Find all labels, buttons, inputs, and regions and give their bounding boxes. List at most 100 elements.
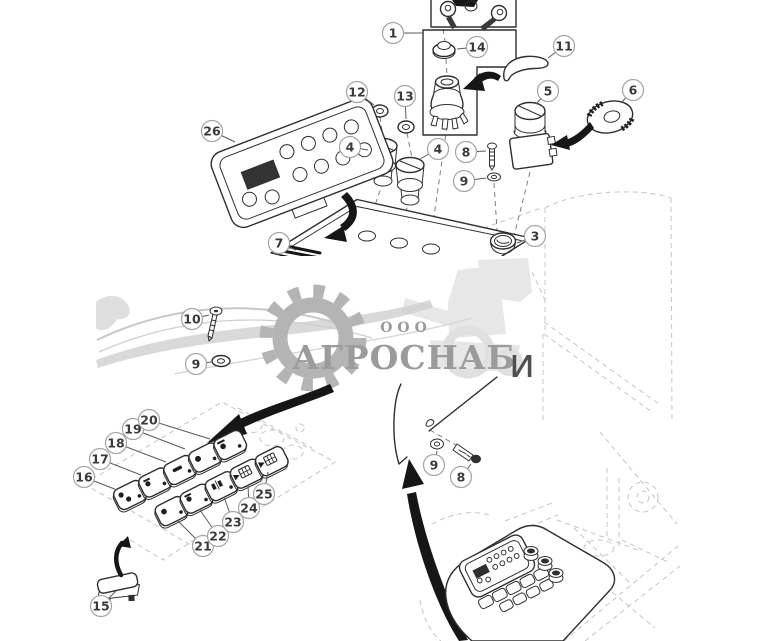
callout-circle-24	[237, 496, 261, 520]
callout-4a: 4	[338, 135, 369, 159]
switch-cap-19	[187, 442, 223, 475]
callout-circle-9c	[422, 453, 446, 477]
callout-9b: 9	[184, 352, 212, 376]
callout-number-9c: 9	[430, 458, 439, 473]
lock-barrel-nut-14	[432, 41, 456, 59]
callout-4b: 4	[419, 137, 450, 161]
screw-8-top	[487, 142, 497, 171]
screw-10	[207, 306, 223, 342]
callout-number-26: 26	[203, 124, 221, 139]
callout-circle-20	[137, 408, 161, 432]
callout-number-23: 23	[224, 515, 241, 530]
switch-cap-20	[212, 429, 248, 463]
callout-number-8c: 8	[457, 470, 466, 485]
installed-keypad	[458, 534, 536, 598]
callout-15: 15	[89, 590, 117, 618]
o-ring-13	[397, 120, 415, 134]
callout-14: 14	[456, 35, 489, 59]
arrow-to-cab-console	[402, 459, 468, 641]
callout-circle-3	[523, 224, 547, 248]
power-socket-3	[489, 232, 517, 255]
washer-9-left	[211, 354, 231, 368]
callout-circle-18	[104, 431, 128, 455]
callout-number-12: 12	[348, 85, 365, 100]
callout-number-21: 21	[194, 539, 211, 554]
switch-cap-23	[204, 470, 239, 504]
watermark-company-prefix: ООО	[380, 320, 432, 336]
cab-outline-dashed	[83, 191, 681, 641]
callout-number-20: 20	[140, 413, 158, 428]
callout-number-8a: 8	[462, 145, 471, 160]
callout-number-3: 3	[531, 229, 540, 244]
wiper-icon	[210, 483, 217, 491]
callout-circle-11	[552, 34, 576, 58]
callout-23: 23	[221, 496, 245, 534]
callout-6: 6	[620, 78, 645, 104]
ignition-group-1	[422, 0, 517, 136]
callout-1: 1	[381, 21, 424, 45]
swoosh	[96, 307, 353, 341]
callout-9a: 9	[452, 169, 487, 193]
callout-24: 24	[237, 484, 261, 520]
callout-circle-8a	[454, 140, 478, 164]
callout-10: 10	[180, 307, 210, 331]
callout-number-4a: 4	[346, 140, 355, 155]
arrow-6-to-5	[551, 122, 594, 150]
callout-3: 3	[516, 224, 547, 248]
callout-number-4b: 4	[434, 142, 443, 157]
callout-circle-9b	[184, 352, 208, 376]
decal-6	[586, 100, 635, 134]
watermark-company-name: АГРОСНАБ	[292, 338, 516, 377]
callout-7: 7	[267, 231, 297, 255]
callout-circle-4b	[426, 137, 450, 161]
callout-number-11: 11	[555, 39, 572, 54]
callout-circle-9a	[452, 169, 476, 193]
callout-16: 16	[72, 465, 118, 491]
callout-circle-22	[206, 524, 230, 548]
ignition-switch	[429, 75, 469, 130]
callout-22: 22	[199, 509, 230, 548]
installed-rocker-switches	[478, 566, 554, 613]
callout-circle-1	[381, 21, 405, 45]
callout-circle-14	[465, 35, 489, 59]
callout-13: 13	[393, 84, 417, 120]
callout-circle-6	[621, 78, 645, 102]
callout-5: 5	[535, 79, 560, 105]
knob-4-second	[395, 156, 425, 206]
watermark: ООО АГРОСНАБ и	[95, 256, 535, 392]
callout-number-18: 18	[107, 436, 124, 451]
lamp-icon	[161, 508, 167, 515]
callout-number-9b: 9	[192, 357, 201, 372]
arrow-15-to-bank	[114, 536, 131, 578]
washer-9-bottom	[430, 438, 444, 450]
switch-5	[508, 101, 558, 170]
callout-number-6: 6	[629, 83, 638, 98]
callout-circle-10	[180, 307, 204, 331]
callout-20: 20	[137, 408, 211, 440]
callout-circle-25	[252, 482, 276, 506]
bar-icon	[172, 465, 183, 473]
screw-8-bottom	[452, 443, 481, 464]
wiper-icon	[217, 480, 224, 488]
lamp-icon	[220, 443, 226, 450]
lamp-icon	[195, 455, 202, 462]
arrow-11-to-switch	[463, 71, 501, 91]
washer-9-top	[487, 172, 501, 182]
callout-11: 11	[547, 34, 576, 59]
callout-circle-15	[89, 594, 113, 618]
installed-knobs	[523, 546, 564, 583]
callout-circle-13	[393, 84, 417, 108]
callout-12: 12	[345, 80, 375, 106]
callout-circle-5	[536, 79, 560, 103]
work-light-icon	[145, 481, 151, 487]
arrow-26-to-console	[324, 192, 357, 242]
callout-circle-12	[345, 80, 369, 104]
callout-number-15: 15	[92, 599, 109, 614]
callout-number-25: 25	[255, 487, 272, 502]
callout-25: 25	[252, 471, 276, 506]
callout-circle-8c	[449, 465, 473, 489]
callout-9c: 9	[422, 450, 446, 477]
